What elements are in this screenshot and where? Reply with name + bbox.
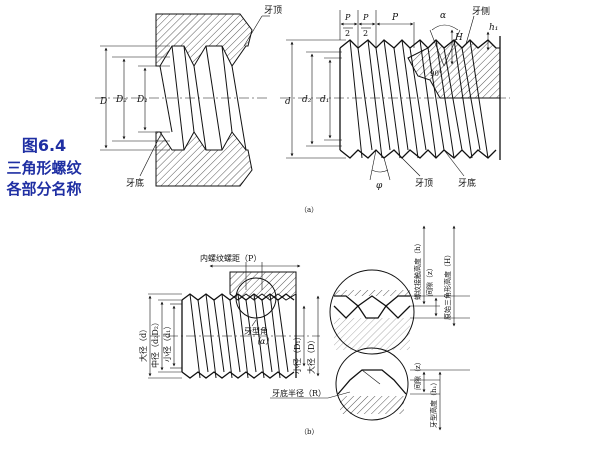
label-H: H: [454, 33, 463, 43]
label-major-D: 大径（D）: [306, 336, 316, 374]
figure-title: 三角形螺纹各部分名称: [6, 159, 82, 198]
label-internal-crest: 牙顶: [264, 5, 282, 16]
label-basic-height: 原始三角形高度（H）: [443, 251, 452, 320]
label-thread-angle-sym: （α）: [252, 337, 273, 346]
label-profile-height: 牙型高度（h₁）: [429, 379, 438, 428]
label-thread-angle: 牙型角: [244, 326, 268, 336]
label-P-half-2: P: [362, 13, 369, 22]
label-contact-height: 螺纹接触高度（h）: [413, 239, 422, 300]
label-internal-root: 牙底: [126, 177, 144, 189]
label-flank: 牙侧: [472, 5, 490, 17]
external-thread-view: d d₂ d₁ P 2 P 2 P α H 牙侧 h₁ 90°: [280, 5, 510, 191]
label-D: D: [99, 97, 107, 107]
label-clearance-bottom: 间隙（z）: [413, 358, 422, 390]
label-D1: D₁: [136, 95, 148, 105]
label-clearance-top: 间隙（z）: [425, 264, 434, 296]
sublabel-a: （a）: [300, 206, 318, 214]
thread-engagement-view: 内螺纹螺距（P） 牙型角 （α） 大径（d） 中径（d₂D₂） 小径（d₁） 小…: [138, 225, 470, 431]
internal-thread-view: D D₂ D₁ 牙顶 牙底: [95, 5, 282, 189]
label-d1: d₁: [320, 95, 329, 105]
label-external-crest: 牙顶: [415, 178, 433, 189]
label-phi: φ: [376, 181, 383, 191]
figure-caption: 图6.4 三角形螺纹各部分名称: [6, 132, 82, 200]
label-P-half-1: P: [344, 13, 351, 22]
label-angle-90: 90°: [430, 70, 442, 78]
figure-number: 图6.4: [21, 136, 67, 155]
label-D2: D₂: [115, 95, 127, 105]
label-d2: d₂: [302, 95, 312, 105]
label-root-radius: 牙底半径（R）: [272, 388, 326, 398]
label-d: d: [285, 97, 291, 107]
label-h1: h₁: [489, 23, 498, 33]
label-minor-d: 小径（d₁）: [162, 322, 172, 362]
label-external-root: 牙底: [458, 177, 476, 189]
label-two-1: 2: [345, 29, 350, 38]
label-pitch: 内螺纹螺距（P）: [200, 253, 261, 263]
label-alpha: α: [440, 11, 446, 21]
label-pitch-d: 中径（d₂D₂）: [150, 318, 160, 368]
label-P: P: [391, 13, 399, 23]
label-two-2: 2: [363, 29, 368, 38]
sublabel-b: （b）: [300, 428, 318, 436]
label-minor-D: 小径（D₁）: [292, 332, 302, 374]
label-major-d: 大径（d）: [138, 325, 148, 362]
